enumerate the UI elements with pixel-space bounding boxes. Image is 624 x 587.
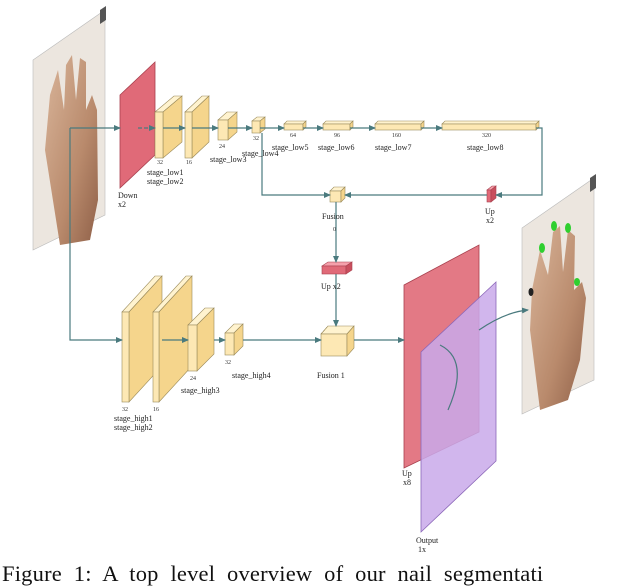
low-ch7-label: 160 — [392, 133, 401, 139]
low-ch2-label: 16 — [186, 160, 192, 166]
fusion-num-label: 0 — [333, 227, 336, 233]
figure-caption: Figure 1: A top level overview of our na… — [2, 561, 544, 586]
low-ch4-label: 32 — [253, 136, 259, 142]
up-x2-mid-block — [321, 261, 353, 275]
stage-high1-label: stage_high1 — [114, 414, 153, 423]
high-ch4-label: 32 — [225, 360, 231, 366]
stage-low3-block — [217, 111, 238, 141]
stage-low7-label: stage_low7 — [375, 143, 411, 152]
connections — [69, 125, 543, 411]
stage-low2-label: stage_low2 — [147, 177, 183, 186]
fusion-1-block — [320, 325, 355, 357]
stage-low5-label: stage_low5 — [272, 143, 308, 152]
high-ch2-label: 16 — [153, 407, 159, 413]
low-ch8-label: 320 — [482, 133, 491, 139]
output-1x-label: 1x — [418, 545, 426, 554]
low-ch3-label: 24 — [219, 144, 225, 150]
up-mid-label: Up x2 — [321, 282, 341, 291]
low-ch1-label: 32 — [157, 160, 163, 166]
up-top-label: Up — [485, 207, 495, 216]
stage-high2-label: stage_high2 — [114, 423, 153, 432]
stage-low4-block — [251, 116, 266, 134]
stage-low6-block — [322, 120, 354, 131]
output-hand-image — [521, 174, 596, 415]
diagram-labels: Down x2 32 stage_low1 stage_low2 16 24 s… — [114, 133, 503, 554]
stage-low3-label: stage_low3 — [210, 155, 246, 164]
fusion1-label: Fusion 1 — [317, 371, 345, 380]
stage-low1-label: stage_low1 — [147, 168, 183, 177]
high-ch1-label: 32 — [122, 407, 128, 413]
down-label: Down — [118, 191, 138, 200]
stage-low5-block — [283, 120, 307, 131]
stage-low4-label: stage_low4 — [242, 149, 278, 158]
stage-low1-block — [154, 95, 183, 159]
stage-low2-block — [184, 95, 210, 159]
fusion-label: Fusion — [322, 212, 344, 221]
stage-low6-label: stage_low6 — [318, 143, 354, 152]
stage-low8-block — [441, 120, 540, 131]
high-ch3-label: 24 — [190, 376, 196, 382]
stage-high4-label: stage_high4 — [232, 371, 271, 380]
output-label: Output — [416, 536, 439, 545]
stage-low7-block — [374, 120, 425, 131]
up-top-x2-label: x2 — [486, 216, 494, 225]
up-x2-top-block — [486, 185, 497, 203]
stage-low8-label: stage_low8 — [467, 143, 503, 152]
fusion-0-block — [329, 186, 346, 203]
up-big-x8-label: x8 — [403, 478, 411, 487]
up-big-label: Up — [402, 469, 412, 478]
stage-high3-label: stage_high3 — [181, 386, 220, 395]
stage-high4-block — [224, 323, 244, 356]
down-x2-label: x2 — [118, 200, 126, 209]
low-ch6-label: 96 — [334, 133, 340, 139]
input-hand-image — [32, 6, 106, 251]
low-ch5-label: 64 — [290, 133, 296, 139]
stage-high3-block — [187, 307, 215, 372]
output-block — [420, 281, 497, 533]
